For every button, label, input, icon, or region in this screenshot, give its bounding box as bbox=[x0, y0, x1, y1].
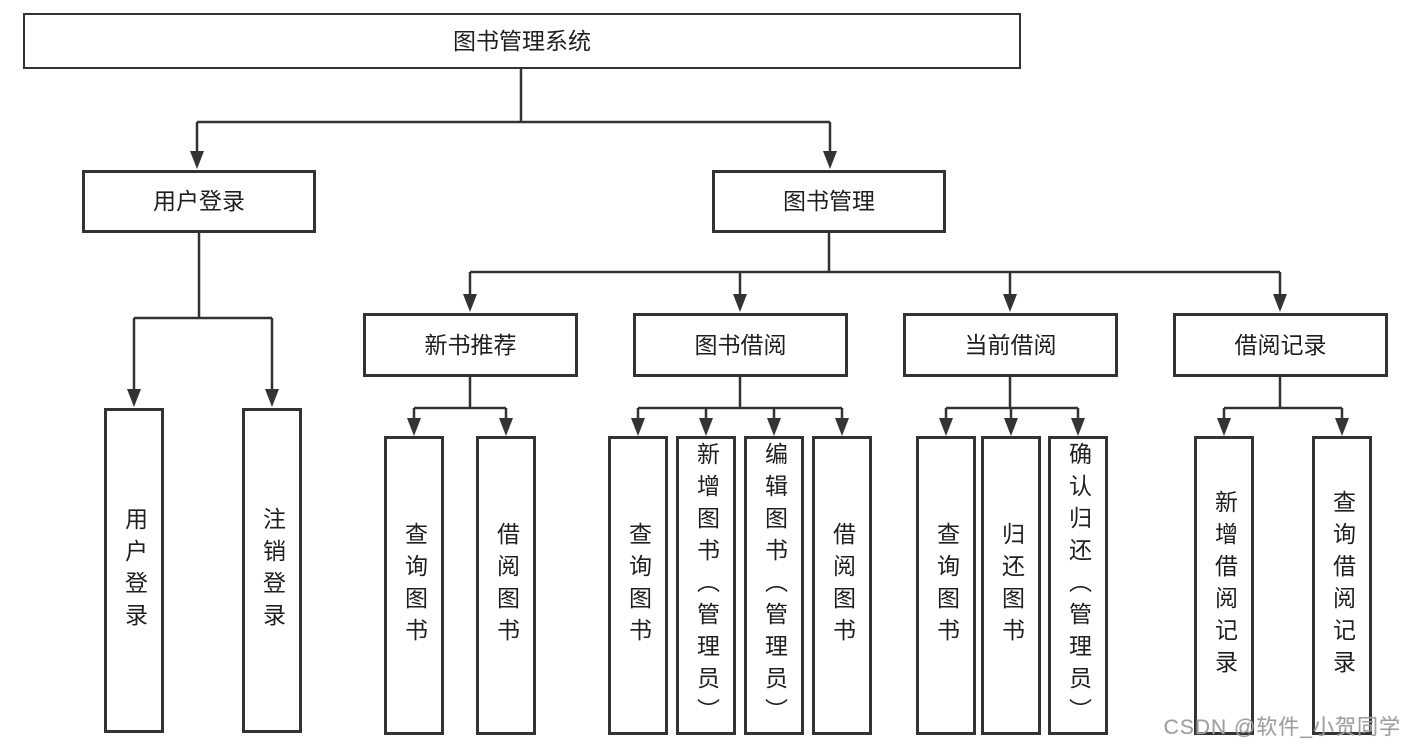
leaf-add-borrow-record: 新增借阅记录 bbox=[1194, 436, 1254, 735]
leaf-add-books-admin-label: 新增图书（管理员） bbox=[693, 441, 720, 730]
node-book-borrowing-label: 图书借阅 bbox=[694, 331, 787, 358]
connector-new-book-recommendation bbox=[412, 377, 508, 420]
leaf-return-books-label: 归还图书 bbox=[998, 521, 1025, 650]
leaf-return-books: 归还图书 bbox=[981, 436, 1041, 735]
leaf-confirm-return-admin-label: 确认归还（管理员） bbox=[1065, 441, 1092, 730]
csdn-watermark: CSDN @软件_小贺同学 bbox=[1163, 716, 1401, 739]
leaf-recommend-query-books-label: 查询图书 bbox=[401, 521, 428, 650]
connector-borrowing-records bbox=[1222, 377, 1344, 420]
leaf-borrow-books: 借阅图书 bbox=[812, 436, 872, 735]
connector-root bbox=[195, 69, 832, 153]
connector-book-borrowing bbox=[636, 377, 844, 420]
leaf-recommend-borrow-books-label: 借阅图书 bbox=[493, 521, 520, 650]
leaf-edit-books-admin: 编辑图书（管理员） bbox=[744, 436, 804, 735]
node-new-book-recommendation: 新书推荐 bbox=[363, 313, 578, 377]
leaf-logout: 注销登录 bbox=[242, 408, 302, 733]
node-borrowing-records-label: 借阅记录 bbox=[1234, 331, 1327, 358]
leaf-recommend-query-books: 查询图书 bbox=[384, 436, 444, 735]
leaf-user-login-label: 用户登录 bbox=[121, 506, 148, 635]
arrowheads bbox=[127, 151, 1349, 436]
node-library-system-label: 图书管理系统 bbox=[453, 27, 591, 54]
node-borrowing-records: 借阅记录 bbox=[1173, 313, 1388, 377]
leaf-current-query-books: 查询图书 bbox=[916, 436, 976, 735]
node-user-login: 用户登录 bbox=[82, 170, 316, 233]
leaf-add-books-admin: 新增图书（管理员） bbox=[676, 436, 736, 735]
node-new-book-recommendation-label: 新书推荐 bbox=[424, 331, 517, 358]
node-book-management-label: 图书管理 bbox=[783, 188, 875, 214]
connector-current-borrowing bbox=[944, 377, 1080, 420]
leaf-query-borrow-record: 查询借阅记录 bbox=[1312, 436, 1372, 735]
leaf-edit-books-admin-label: 编辑图书（管理员） bbox=[761, 441, 788, 730]
leaf-borrowing-query-books-label: 查询图书 bbox=[625, 521, 652, 650]
leaf-user-login: 用户登录 bbox=[104, 408, 164, 733]
connector-user-login bbox=[132, 233, 274, 390]
node-user-login-label: 用户登录 bbox=[153, 188, 245, 214]
leaf-recommend-borrow-books: 借阅图书 bbox=[476, 436, 536, 735]
leaf-add-borrow-record-label: 新增借阅记录 bbox=[1211, 489, 1238, 682]
leaf-query-borrow-record-label: 查询借阅记录 bbox=[1329, 489, 1356, 682]
leaf-borrowing-query-books: 查询图书 bbox=[608, 436, 668, 735]
node-current-borrowing-label: 当前借阅 bbox=[964, 331, 1057, 358]
leaf-logout-label: 注销登录 bbox=[259, 506, 286, 635]
leaf-borrow-books-label: 借阅图书 bbox=[829, 521, 856, 650]
leaf-confirm-return-admin: 确认归还（管理员） bbox=[1048, 436, 1108, 735]
node-book-borrowing: 图书借阅 bbox=[633, 313, 848, 377]
leaf-current-query-books-label: 查询图书 bbox=[933, 521, 960, 650]
connector-book-management bbox=[468, 233, 1282, 296]
node-current-borrowing: 当前借阅 bbox=[903, 313, 1118, 377]
node-library-system: 图书管理系统 bbox=[23, 13, 1021, 69]
node-book-management: 图书管理 bbox=[712, 170, 946, 233]
